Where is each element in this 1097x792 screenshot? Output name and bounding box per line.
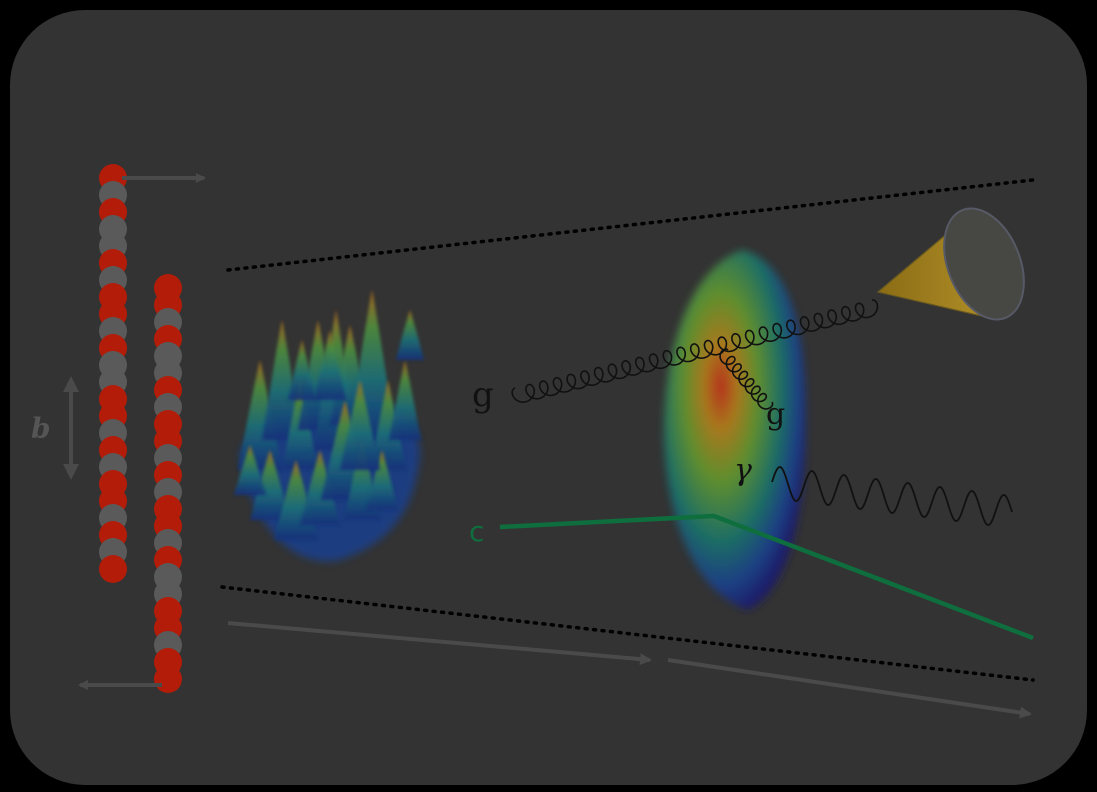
jet-cone — [876, 207, 1025, 321]
impact-parameter-arrow-bottom-head — [63, 464, 79, 480]
fireball-qgp — [663, 250, 806, 610]
photon-label: γ — [734, 453, 752, 488]
fluctuation-peak — [396, 310, 424, 360]
upper-dotted-boundary — [226, 178, 1035, 272]
radiated-gluon-line — [719, 348, 774, 410]
fluctuation-peak — [234, 445, 266, 495]
nucleus-b-chain — [154, 274, 182, 693]
fluctuation-peak — [250, 450, 290, 520]
fluctuation-peak — [370, 380, 406, 470]
fluctuation-peak — [262, 320, 302, 440]
nucleon — [154, 665, 182, 693]
fluctuation-peak — [238, 360, 282, 470]
fluctuation-peak — [366, 450, 398, 510]
radiated-gluon-label: g — [766, 397, 785, 432]
fluctuation-peak — [340, 380, 380, 470]
gluon-jet-line — [511, 299, 879, 404]
fluctuation-peak — [314, 330, 346, 400]
charm-quark-trajectory — [499, 513, 1034, 641]
time-arrow-segment-1 — [227, 621, 652, 666]
time-arrow-segment-2 — [667, 658, 1032, 719]
initial-state-fluctuations — [234, 290, 424, 562]
photon-line — [771, 466, 1013, 526]
incoming-gluon-label: g — [472, 375, 494, 415]
fluctuation-peak — [288, 340, 316, 400]
impact-parameter-label: b — [31, 412, 51, 445]
fluctuation-peak — [300, 450, 340, 525]
lower-dotted-boundary — [220, 585, 1035, 682]
charm-quark-label: c — [469, 515, 484, 548]
nucleon — [99, 555, 127, 583]
nucleus-a-chain — [99, 164, 127, 583]
fluctuation-peak — [389, 360, 421, 440]
impact-parameter-arrow-top-head — [63, 376, 79, 392]
